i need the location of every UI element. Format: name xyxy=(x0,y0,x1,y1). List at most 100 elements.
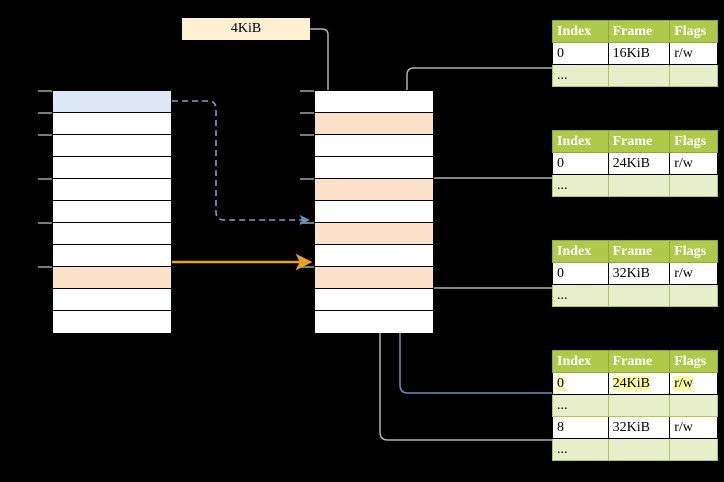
cell-index: 0 xyxy=(552,262,609,285)
left-column-ticks xyxy=(38,90,52,268)
memory-row xyxy=(53,179,171,201)
cell-value: 8 xyxy=(557,419,564,435)
table-row[interactable]: ... xyxy=(552,394,718,417)
connector-level2-frame-to-memory xyxy=(416,177,552,250)
cell-value: r/w xyxy=(674,265,693,281)
memory-row xyxy=(53,311,171,333)
connector-level1-frame-to-memory xyxy=(402,67,552,184)
cell-value: 32KiB xyxy=(612,265,650,281)
cell-flags: r/w xyxy=(669,152,718,175)
cell-value: 0 xyxy=(557,45,564,61)
cell-flags: r/w xyxy=(669,262,718,285)
connector-level3-frame-to-memory xyxy=(416,262,552,289)
cell-index: 0 xyxy=(552,372,609,395)
column-header-frame: Frame xyxy=(607,350,671,373)
memory-row xyxy=(315,267,433,289)
cell-index: 0 xyxy=(552,42,609,65)
cell-index: ... xyxy=(552,284,609,307)
cell-frame: 16KiB xyxy=(607,42,671,65)
column-header-frame: Frame xyxy=(607,20,671,43)
table-row[interactable]: ... xyxy=(552,284,718,307)
cell-frame xyxy=(607,174,671,197)
cell-value: 0 xyxy=(557,265,564,281)
column-header-flags: Flags xyxy=(669,350,718,373)
cell-flags: r/w xyxy=(669,372,718,395)
cell-value: 0 xyxy=(557,375,564,391)
cell-value: ... xyxy=(557,441,568,457)
memory-row xyxy=(53,201,171,223)
cell-value: 24KiB xyxy=(612,155,650,171)
memory-row xyxy=(53,91,171,113)
cell-value: ... xyxy=(557,177,568,193)
table-row[interactable]: 8 32KiB r/w xyxy=(552,416,718,439)
memory-row xyxy=(315,223,433,245)
cell-value: ... xyxy=(557,287,568,303)
cell-value: r/w xyxy=(674,375,693,391)
memory-row xyxy=(53,223,171,245)
cell-value: ... xyxy=(557,397,568,413)
page-size-label: 4KiB xyxy=(182,18,310,40)
cell-value: r/w xyxy=(674,45,693,61)
cell-frame: 32KiB xyxy=(607,416,671,439)
cell-frame: 32KiB xyxy=(607,262,671,285)
table-row[interactable]: ... xyxy=(552,174,718,197)
memory-row xyxy=(315,179,433,201)
cell-index: ... xyxy=(552,174,609,197)
table-row[interactable]: 0 32KiB r/w xyxy=(552,262,718,285)
cell-index: ... xyxy=(552,64,609,87)
memory-row xyxy=(315,311,433,333)
memory-row xyxy=(53,157,171,179)
cell-index: 8 xyxy=(552,416,609,439)
physical-memory-column xyxy=(314,90,434,333)
memory-row xyxy=(315,91,433,113)
column-header-flags: Flags xyxy=(669,20,718,43)
middle-column-ticks xyxy=(300,90,314,268)
memory-row xyxy=(53,245,171,267)
connector-page-size-to-frame xyxy=(310,28,333,118)
table-row[interactable]: 0 24KiB r/w xyxy=(552,372,718,395)
cell-frame xyxy=(607,64,671,87)
cell-value: 24KiB xyxy=(612,375,650,391)
memory-row xyxy=(315,289,433,311)
cell-frame xyxy=(607,394,671,417)
connector-virtual-page-to-physical-frame xyxy=(172,100,310,226)
cell-frame xyxy=(607,284,671,307)
memory-row xyxy=(315,157,433,179)
cell-frame: 24KiB xyxy=(607,372,671,395)
memory-row xyxy=(53,267,171,289)
connector-level4-frame-back-to-memory xyxy=(375,270,552,441)
cell-value: ... xyxy=(557,67,568,83)
memory-row xyxy=(315,135,433,157)
memory-row xyxy=(53,135,171,157)
column-header-index: Index xyxy=(552,350,609,373)
cell-flags: r/w xyxy=(669,416,718,439)
cell-flags xyxy=(669,174,718,197)
column-header-index: Index xyxy=(552,240,609,263)
table-row[interactable]: ... xyxy=(552,64,718,87)
column-header-frame: Frame xyxy=(607,130,671,153)
cell-index: ... xyxy=(552,394,609,417)
cell-value: r/w xyxy=(674,419,693,435)
cell-frame xyxy=(607,438,671,461)
column-header-frame: Frame xyxy=(607,240,671,263)
cell-value: 32KiB xyxy=(612,419,650,435)
cell-flags xyxy=(669,438,718,461)
memory-row xyxy=(53,113,171,135)
column-header-flags: Flags xyxy=(669,130,718,153)
cell-flags xyxy=(669,284,718,307)
virtual-address-space-column xyxy=(52,90,172,333)
column-header-index: Index xyxy=(552,130,609,153)
cell-flags xyxy=(669,64,718,87)
table-row[interactable]: ... xyxy=(552,438,718,461)
cell-index: 0 xyxy=(552,152,609,175)
cell-value: r/w xyxy=(674,155,693,171)
column-header-flags: Flags xyxy=(669,240,718,263)
memory-row xyxy=(53,289,171,311)
cell-flags: r/w xyxy=(669,42,718,65)
